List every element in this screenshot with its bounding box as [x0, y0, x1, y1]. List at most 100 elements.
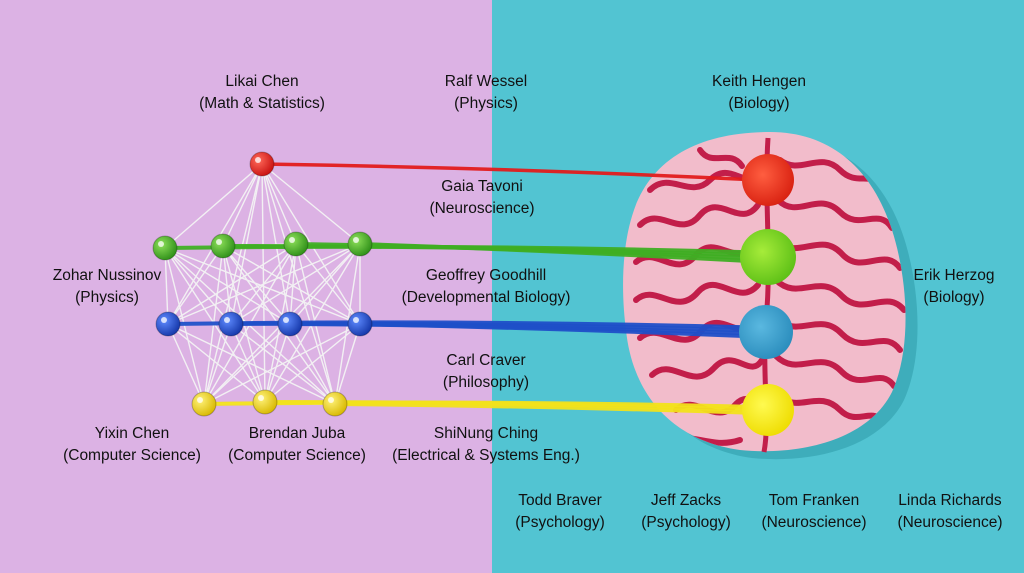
- white-string: [222, 245, 361, 325]
- white-string: [164, 247, 169, 325]
- green-felt-ball: [740, 229, 796, 285]
- brain-fold: [773, 315, 903, 353]
- white-string: [222, 163, 263, 247]
- label-shinung-ching: ShiNung Ching (Electrical & Systems Eng.): [392, 423, 580, 467]
- white-string: [289, 323, 336, 405]
- person-name: Brendan Juba: [248, 425, 346, 442]
- person-department: (Psychology): [641, 514, 731, 531]
- label-brendan-juba: Brendan Juba(Computer Science): [228, 423, 366, 467]
- pin-highlight: [216, 239, 222, 245]
- pin-highlight: [158, 241, 164, 247]
- label-linda-richards: Linda Richards (Neuroscience): [897, 490, 1002, 534]
- person-department: (Developmental Biology): [401, 289, 571, 306]
- white-string: [289, 243, 361, 325]
- person-name: Yixin Chen: [94, 425, 170, 442]
- white-string: [261, 163, 297, 245]
- brain-fold: [773, 353, 897, 389]
- white-string: [164, 247, 232, 325]
- person-department: (Neuroscience): [897, 514, 1003, 531]
- person-name: Todd Braver: [518, 492, 602, 509]
- label-likai-chen: Likai Chen (Math & Statistics): [199, 71, 325, 115]
- white-string: [164, 163, 263, 249]
- yellow-pin: [322, 391, 348, 417]
- pin-highlight: [224, 317, 230, 323]
- person-name: Geoffrey Goodhill: [425, 267, 547, 284]
- label-zohar-nussinov: Zohar Nussinov (Physics): [53, 265, 162, 309]
- red-yarn: [260, 162, 760, 182]
- brain-fold: [775, 197, 895, 231]
- person-name: Jeff Zacks: [650, 492, 722, 509]
- person-department: (Philosophy): [442, 374, 530, 391]
- white-string: [222, 245, 232, 325]
- white-string: [261, 163, 361, 245]
- blue-pin: [218, 311, 244, 337]
- green-pin: [283, 231, 309, 257]
- person-name: Zohar Nussinov: [52, 267, 162, 284]
- person-name: Likai Chen: [225, 73, 299, 90]
- white-string: [167, 323, 266, 403]
- person-name: Ralf Wessel: [444, 73, 528, 90]
- white-string: [203, 323, 291, 405]
- red-pin: [249, 151, 275, 177]
- person-name: Gaia Tavoni: [441, 178, 523, 195]
- yellow-pin: [191, 391, 217, 417]
- white-string: [167, 323, 205, 405]
- brain-fold: [697, 147, 745, 169]
- green-pin: [347, 231, 373, 257]
- label-todd-braver: Todd Braver (Psychology): [515, 490, 605, 534]
- white-string: [289, 243, 297, 325]
- green-pin: [210, 233, 236, 259]
- pin-highlight: [328, 397, 334, 403]
- yellow-pin: [252, 389, 278, 415]
- blue-pin: [347, 311, 373, 337]
- pin-highlight: [255, 157, 261, 163]
- label-jeff-zacks: Jeff Zacks (Psychology): [641, 490, 731, 534]
- pin-highlight: [283, 317, 289, 323]
- green-pin: [152, 235, 178, 261]
- label-erik-herzog: Erik Herzog (Biology): [914, 265, 995, 309]
- pin-highlight: [161, 317, 167, 323]
- white-string: [167, 243, 297, 325]
- label-ralf-wessel: Ralf Wessel (Physics): [445, 71, 527, 115]
- person-department: (Electrical & Systems Eng.): [392, 447, 580, 464]
- label-tom-franken: Tom Franken(Neuroscience): [761, 490, 866, 534]
- person-department: (Physics): [75, 289, 139, 306]
- brain-fold: [773, 237, 903, 271]
- white-string: [167, 323, 336, 405]
- yellow-yarn: [333, 402, 760, 415]
- person-name: Carl Craver: [446, 352, 526, 369]
- left-background: [0, 0, 492, 573]
- red-felt-ball: [742, 154, 794, 206]
- white-string: [261, 163, 336, 405]
- label-geoffrey-goodhill: Geoffrey Goodhill (Developmental Biology): [402, 265, 571, 309]
- white-string: [164, 247, 336, 405]
- person-department: (Neuroscience): [761, 514, 867, 531]
- person-name: Keith Hengen: [712, 73, 806, 90]
- person-name: Erik Herzog: [913, 267, 995, 284]
- pin-highlight: [353, 317, 359, 323]
- person-department: (Biology): [923, 289, 985, 306]
- person-name: ShiNung Ching: [433, 425, 539, 442]
- person-department: (Psychology): [515, 514, 605, 531]
- brain-fold: [637, 202, 761, 228]
- person-department: (Physics): [454, 95, 518, 112]
- blue-yarn: [358, 322, 758, 339]
- label-gaia-tavoni: Gaia Tavoni (Neuroscience): [429, 176, 534, 220]
- white-string: [222, 245, 291, 325]
- person-name: Linda Richards: [898, 492, 1002, 509]
- white-string: [264, 323, 361, 403]
- pin-highlight: [258, 395, 264, 401]
- brain-fold: [633, 281, 761, 305]
- label-yixin-chen: Yixin Chen(Computer Science): [63, 423, 201, 467]
- felt-balls: [739, 154, 796, 436]
- white-string: [334, 323, 361, 405]
- white-string: [167, 243, 361, 325]
- person-department: (Neuroscience): [429, 200, 535, 217]
- person-department: (Math & Statistics): [199, 95, 325, 112]
- blue-pin: [155, 311, 181, 337]
- brain-fold: [775, 392, 885, 423]
- white-string: [230, 243, 361, 325]
- brain-fold: [773, 277, 906, 313]
- person-department: (Biology): [728, 95, 790, 112]
